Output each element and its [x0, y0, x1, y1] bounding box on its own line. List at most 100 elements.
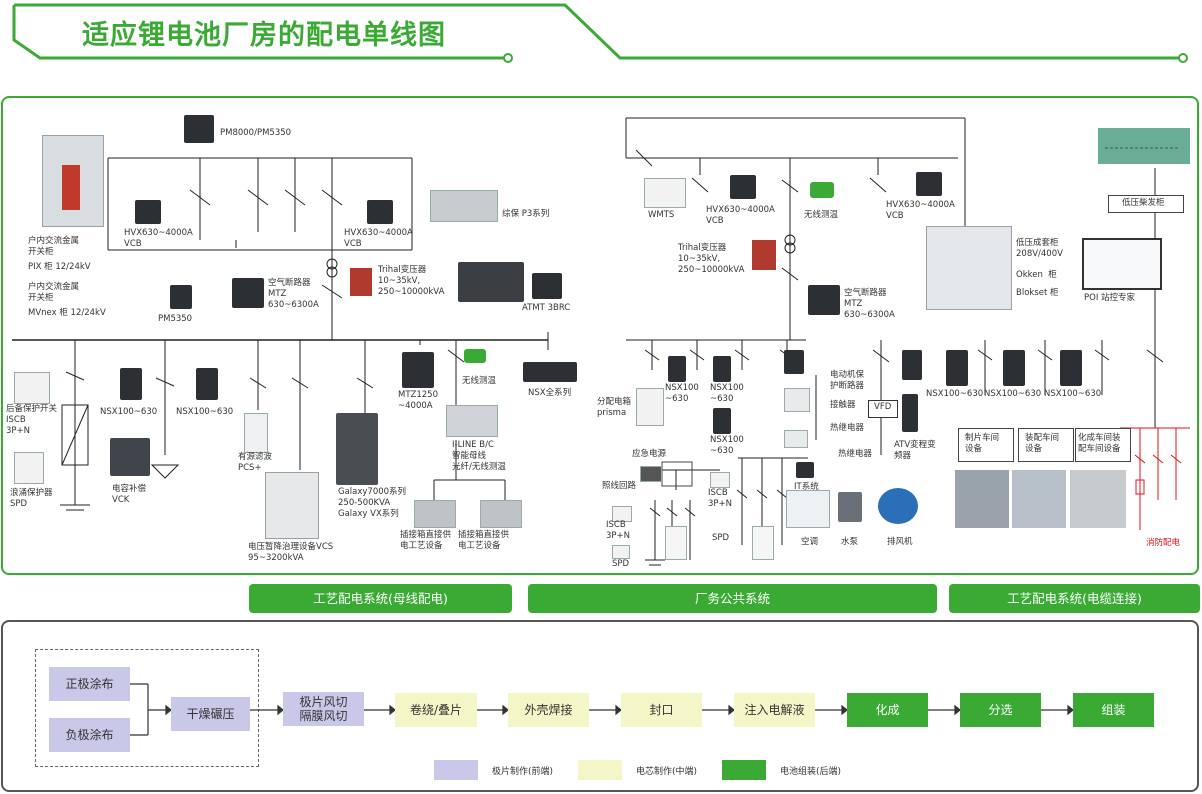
- generator-box: [1108, 195, 1184, 213]
- okken-label: Okken 柜: [1016, 270, 1057, 280]
- pump-icon: [838, 492, 862, 522]
- pm5350-meter-icon: [170, 285, 192, 309]
- nsx-h-label: NSX100~630: [1044, 389, 1102, 399]
- wireless2-label: 无线测温: [804, 210, 839, 220]
- legend-swatch-front: [434, 760, 478, 780]
- vfd-box: [868, 400, 898, 418]
- transformer-icon: [350, 268, 372, 296]
- switchgear-red-panel: [62, 165, 80, 210]
- nsx-icon-b: [196, 368, 218, 400]
- thermal2-label: 热继电器: [838, 449, 873, 459]
- ups-emergency-icon: [640, 466, 662, 482]
- nsx-c-label: NSX100 ~630: [665, 383, 699, 404]
- workshop-box-3: [1075, 428, 1131, 462]
- contactor-label: 接触器: [830, 400, 856, 410]
- poi-label: POI 站控专家: [1084, 293, 1136, 303]
- trihal-left-label: Trihal变压器 10~35kV, 250~10000kVA: [378, 265, 445, 297]
- nsx-icon-g: [1003, 350, 1025, 386]
- nsx-icon-h: [1060, 350, 1082, 386]
- hvx-breaker-icon-2: [367, 200, 393, 224]
- workshop-box-2: [1018, 428, 1074, 462]
- workshop-box-1: [958, 428, 1014, 462]
- process-step-positive-coating: 正极涂布: [49, 667, 130, 701]
- nsx-e-label: NSX100 ~630: [710, 435, 744, 456]
- lv-cab-label: 低压成套柜 208V/400V: [1016, 238, 1063, 259]
- lighting-label: 照线回路: [602, 481, 637, 491]
- plug1-label: 插接箱直接供 电工艺设备: [400, 530, 452, 551]
- nsx-all-label: NSX全系列: [528, 388, 572, 398]
- atmt-icon: [458, 262, 524, 302]
- process-step-assembly: 组装: [1073, 693, 1154, 727]
- hvx-right-label: HVX630~4000A VCB: [886, 200, 955, 221]
- mtz1250-icon: [402, 352, 434, 388]
- legend-label-back: 电池组装(后端): [780, 767, 842, 777]
- wmts-label: WMTS: [648, 210, 675, 220]
- spd-low-label: SPD: [612, 559, 630, 569]
- backup-breaker-label: 后备保护开关 ISCB 3P+N: [6, 404, 58, 436]
- pm8000-meter-icon: [184, 115, 214, 143]
- workshop2-label: 装配车间 设备: [1025, 433, 1060, 454]
- nsx-icon-e: [713, 408, 731, 434]
- mtz1250-label: MTZ1250 ~4000A: [398, 390, 438, 411]
- mtz-breaker-icon: [232, 278, 264, 308]
- fan-icon: [878, 488, 918, 524]
- atv-label: ATV変程变 频器: [894, 440, 936, 461]
- capacitor-icon: [110, 438, 150, 476]
- mtz-left-label: 空气断路器 MTZ 630~6300A: [268, 278, 319, 310]
- hvx-breaker-icon: [135, 200, 161, 224]
- plug-box-icon-1: [414, 500, 456, 528]
- vfd-label: VFD: [874, 402, 892, 412]
- system-bar-facility: 厂务公共系统: [528, 584, 937, 613]
- process-step-drying: 干燥碾压: [171, 697, 250, 731]
- iscb-low-label: ISCB 3P+N: [606, 520, 631, 541]
- switchgear1-label: 户内交流金属 开关柜: [28, 236, 80, 257]
- pump-label: 水泵: [841, 537, 859, 547]
- plug-box-icon-2: [480, 500, 522, 528]
- contactor-icon: [784, 388, 810, 412]
- nsx-icon-c: [668, 356, 686, 382]
- wmts-icon: [644, 178, 686, 208]
- capacitor-label: 电容补偿 VCK: [112, 484, 147, 505]
- transformer-icon-2: [752, 240, 776, 270]
- nsx-icon-a: [120, 368, 142, 400]
- nsx-icon-f: [946, 350, 968, 386]
- hvx-mid-label: HVX630~4000A VCB: [706, 205, 775, 226]
- vcs-cabinet-icon: [265, 472, 319, 539]
- workshop1-label: 制片车间 设备: [965, 433, 1000, 454]
- nsx-icon-d: [713, 356, 731, 382]
- process-step-sealing: 封口: [621, 693, 702, 727]
- p3-label: 综保 P3系列: [502, 209, 550, 219]
- hvx-breaker-icon-3: [730, 175, 756, 199]
- hvx-left1-label: HVX630~4000A VCB: [124, 228, 193, 249]
- fan-label: 排风机: [887, 537, 913, 547]
- atmt-controller-icon: [532, 273, 562, 299]
- iscb-mid-label: ISCB 3P+N: [708, 488, 733, 509]
- process-step-welding: 外壳焊接: [508, 693, 589, 727]
- legend-label-front: 极片制作(前端): [492, 767, 554, 777]
- iscb-mid-icon: [710, 472, 730, 488]
- page-title: 适应锂电池厂房的配电单线图: [82, 20, 446, 51]
- spd-mid-label: SPD: [712, 533, 730, 543]
- aircon-icon: [786, 490, 830, 528]
- thermal-label: 热继电器: [830, 423, 865, 433]
- legend-swatch-middle: [578, 760, 622, 780]
- filter-label: 有源滤波 PCS+: [238, 452, 273, 473]
- workshop3-label: 化成车间装 配车间设备: [1078, 433, 1121, 454]
- mcb-icon-1: [665, 526, 687, 560]
- spd-low-icon: [612, 545, 630, 559]
- nsx-a-label: NSX100~630: [100, 407, 158, 417]
- active-filter-icon: [244, 413, 268, 453]
- atmt-label: ATMT 3BRC: [522, 303, 571, 313]
- dist-box-label: 分配电箱 prisma: [597, 397, 632, 418]
- it-system-icon: [796, 462, 814, 478]
- mtz-breaker-icon-2: [808, 285, 840, 315]
- nsx-icon-vfd: [902, 350, 922, 380]
- nsx-d-label: NSX100 ~630: [710, 383, 744, 404]
- generator-icon: [1098, 128, 1190, 164]
- atv-drive-icon: [902, 394, 918, 432]
- hvx-breaker-icon-4: [916, 172, 942, 196]
- blokset-label: Blokset 柜: [1016, 288, 1059, 298]
- nsx-series-icon: [523, 362, 577, 382]
